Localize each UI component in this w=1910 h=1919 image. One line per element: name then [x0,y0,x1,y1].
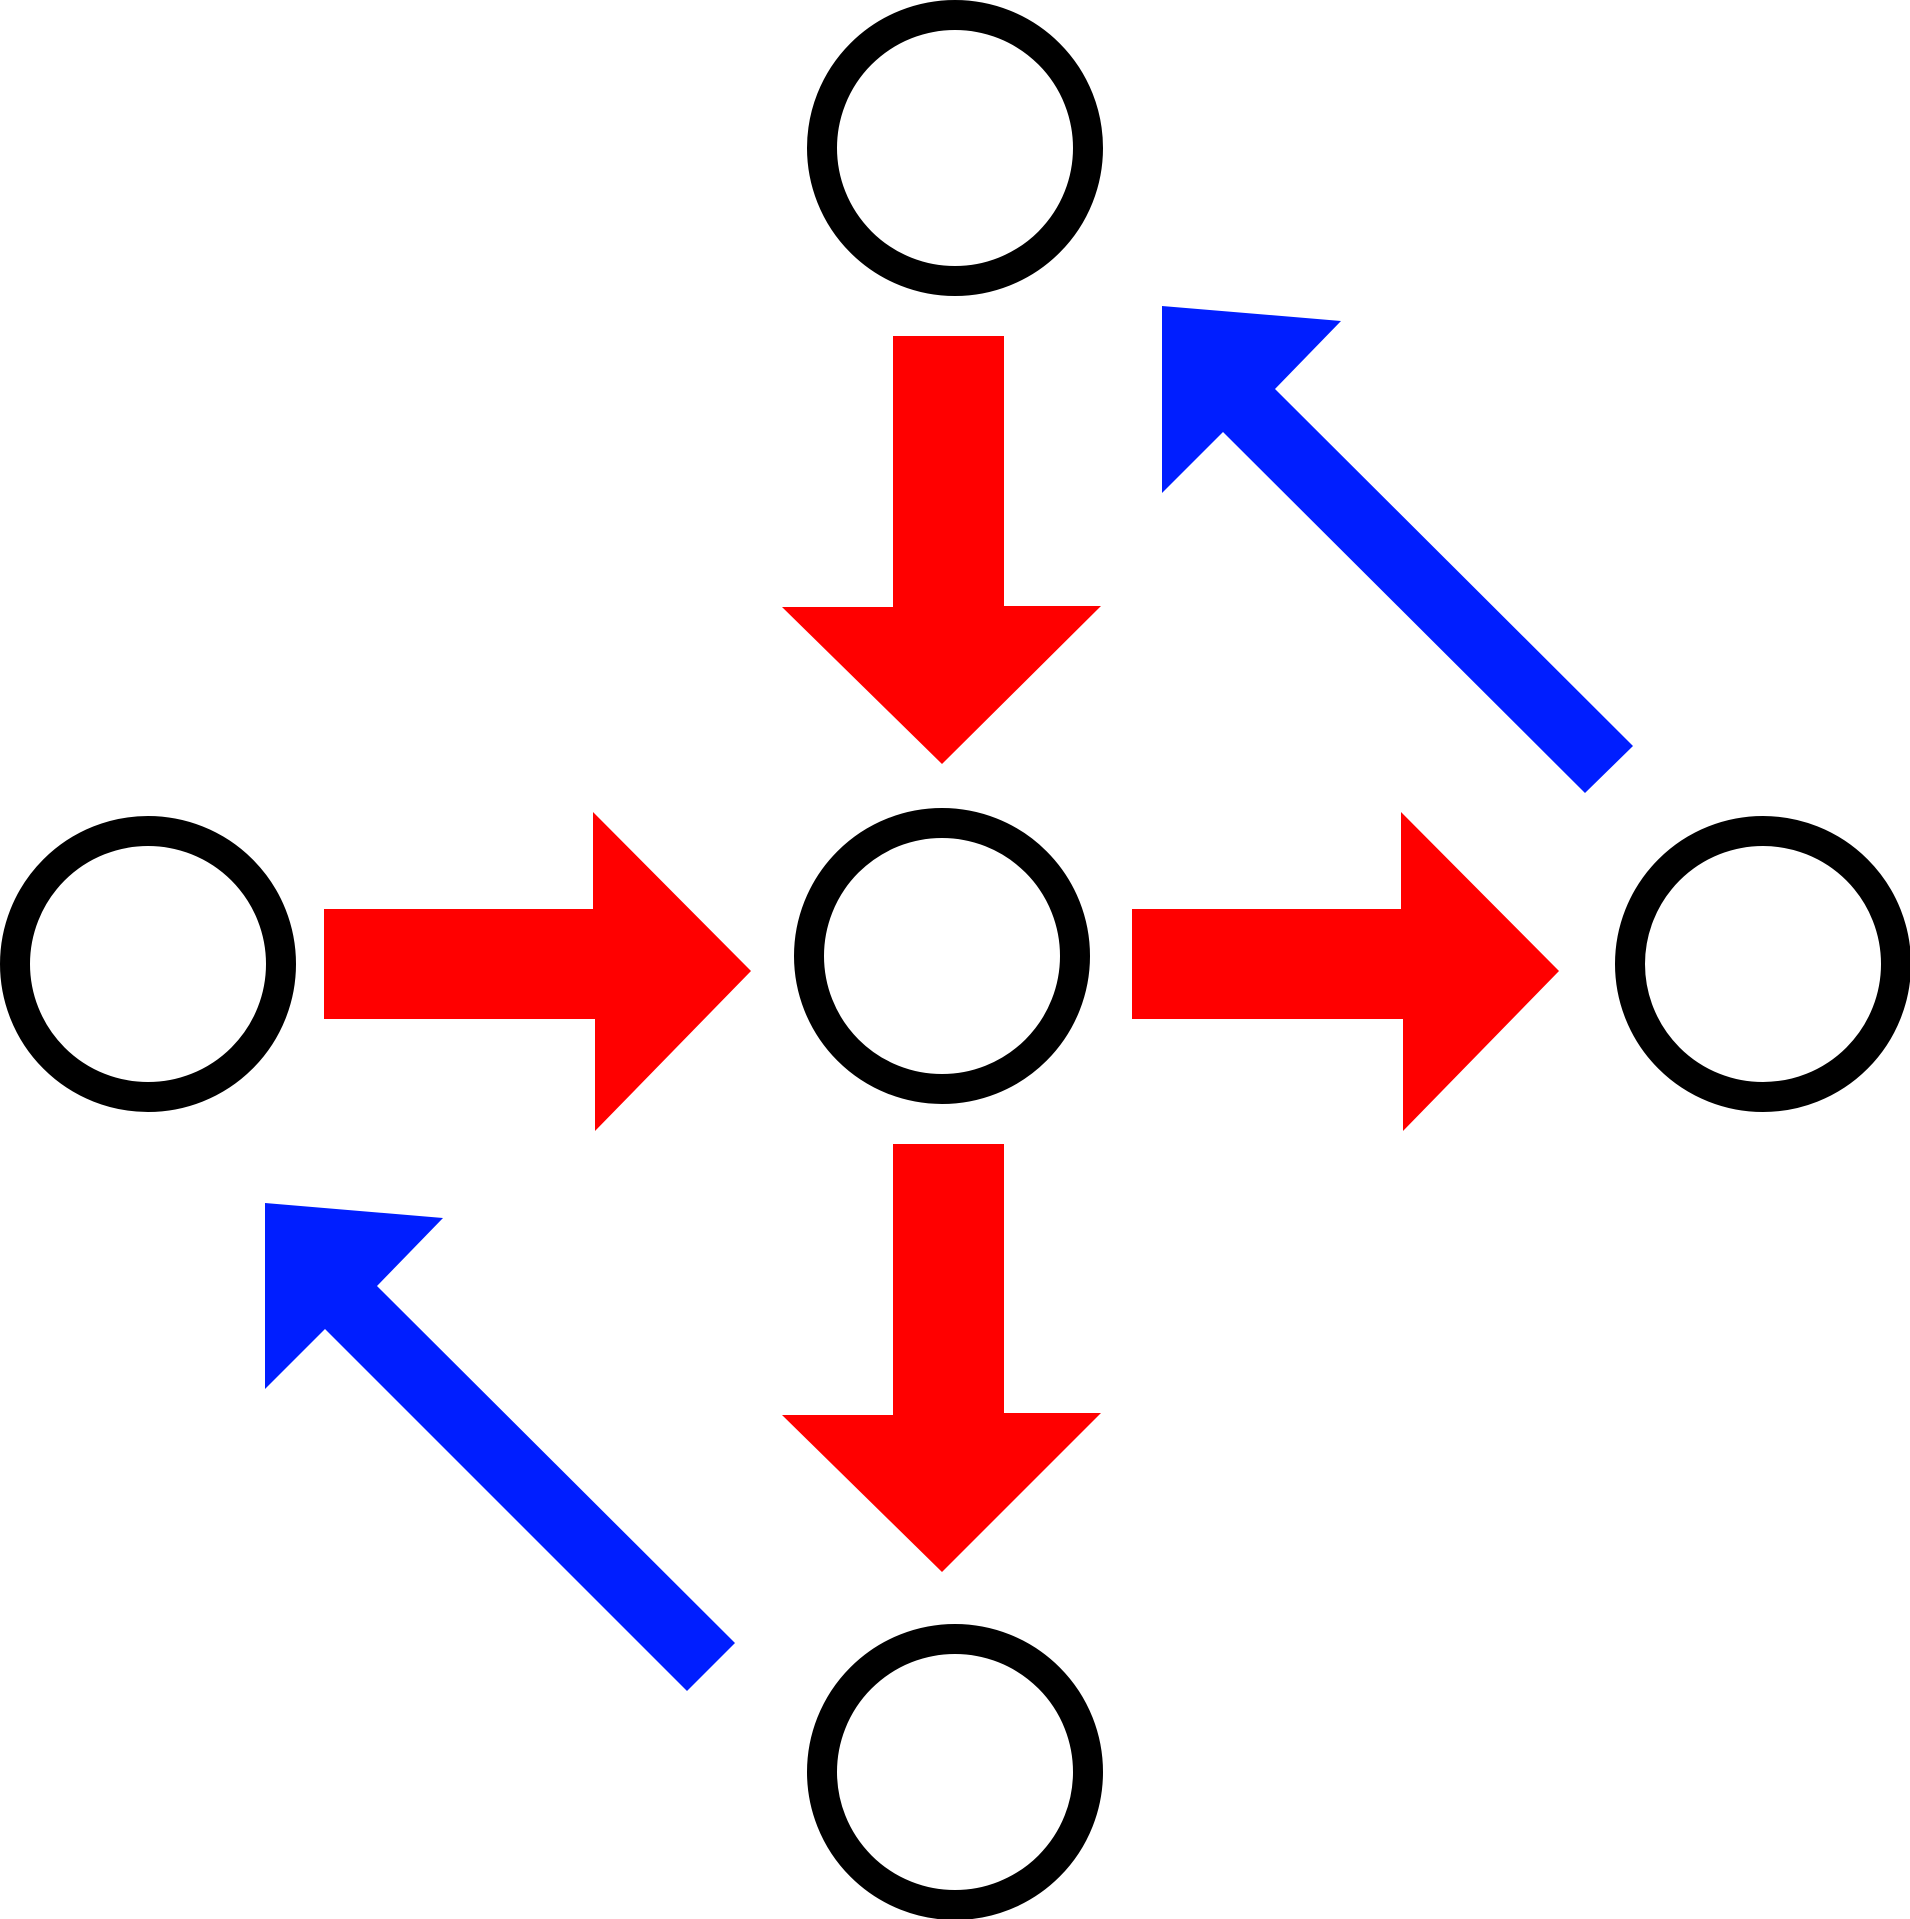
arrow-center-to-bottom [782,1144,1101,1572]
arrow-center-to-right [1132,812,1559,1131]
node-right [1615,816,1910,1112]
arrow-top-to-center [782,336,1101,764]
node-bottom [807,1624,1103,1919]
node-top [807,0,1103,296]
node-center [794,808,1090,1104]
arrow-left-to-center [324,812,751,1131]
arrow-right-to-top [1162,306,1633,793]
node-left [0,816,296,1112]
arrow-bottom-to-left [265,1203,735,1691]
